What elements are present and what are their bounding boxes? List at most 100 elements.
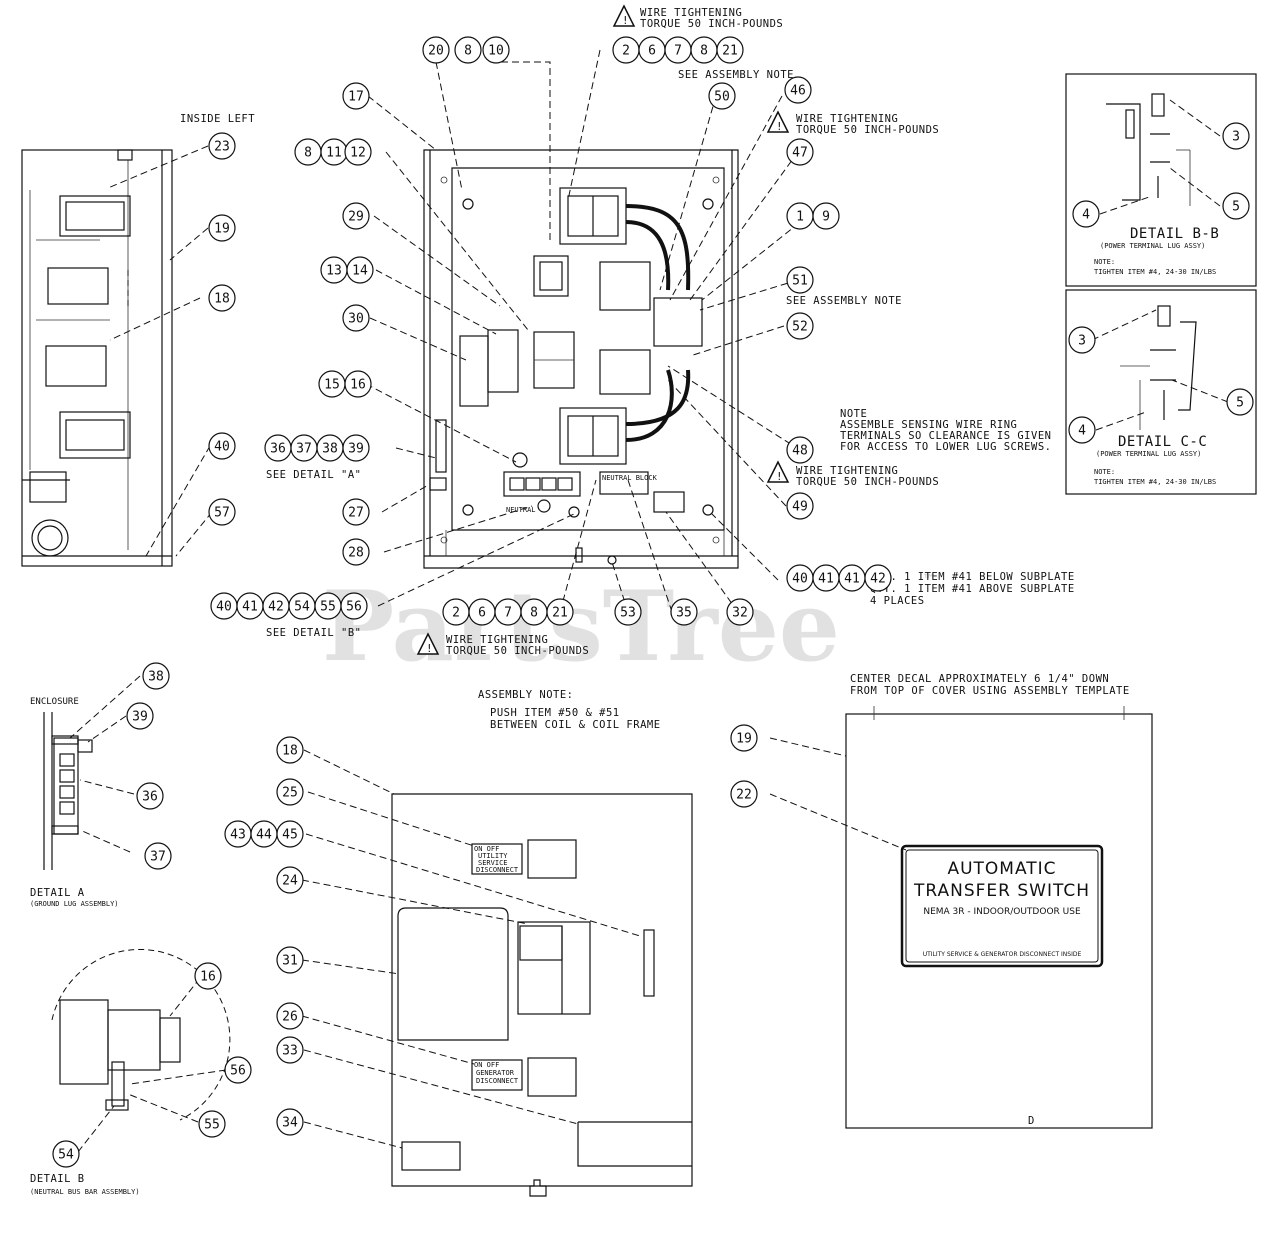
detail-bb-sub: (POWER TERMINAL LUG ASSY)	[1100, 242, 1205, 250]
assembly-note-2: BETWEEN COIL & COIL FRAME	[490, 719, 661, 731]
callout-circle	[812, 202, 840, 230]
callout-circle	[786, 138, 814, 166]
callout-bubble-41: 41	[838, 564, 866, 592]
callout-bubble-40: 40	[208, 432, 236, 460]
callout-bubble-21: 21	[546, 598, 574, 626]
generator-label-l1: ON OFF	[474, 1061, 499, 1069]
assembly-note-title: ASSEMBLY NOTE:	[478, 689, 574, 701]
callout-number: 16	[200, 970, 216, 985]
detail-bb-title: DETAIL B-B	[1130, 226, 1219, 242]
callout-bubble-16: 16	[194, 962, 222, 990]
callout-number: 42	[268, 600, 284, 615]
see-assembly-note-mid: SEE ASSEMBLY NOTE	[786, 295, 902, 307]
detail-a-sub: (GROUND LUG ASSEMBLY)	[30, 900, 119, 908]
callout-number: 10	[488, 44, 504, 59]
callout-circle	[482, 36, 510, 64]
callout-number: 7	[674, 44, 682, 59]
callout-number: 8	[700, 44, 708, 59]
detail-cc-note-1: NOTE:	[1094, 468, 1115, 476]
callout-number: 37	[296, 442, 312, 457]
callout-number: 28	[348, 546, 364, 561]
callout-bubble-22: 22	[730, 780, 758, 808]
center-decal-note-1: CENTER DECAL APPROXIMATELY 6 1/4" DOWN	[850, 673, 1109, 685]
callout-circle	[1222, 192, 1250, 220]
callout-bubble-9: 9	[812, 202, 840, 230]
callout-number: 29	[348, 210, 364, 225]
callout-number: 1	[796, 210, 804, 225]
qty-note-2: QTY. 1 ITEM #41 ABOVE SUBPLATE	[870, 583, 1075, 595]
callout-bubble-34: 34	[276, 1108, 304, 1136]
detail-bb-panel: DETAIL B-B (POWER TERMINAL LUG ASSY) NOT…	[1065, 73, 1257, 287]
callout-number: 55	[204, 1118, 220, 1133]
callout-bubble-52: 52	[786, 312, 814, 340]
callout-bubble-8: 8	[520, 598, 548, 626]
callout-bubble-47: 47	[786, 138, 814, 166]
callout-number: 44	[256, 828, 272, 843]
callout-bubble-40: 40	[210, 592, 238, 620]
decal-subtitle: NEMA 3R - INDOOR/OUTDOOR USE	[923, 907, 1081, 917]
callout-bubble-55: 55	[198, 1110, 226, 1138]
leader-lines	[69, 49, 1229, 1153]
callout-number: 41	[818, 572, 834, 587]
callout-bubble-16: 16	[344, 370, 372, 398]
callout-bubble-25: 25	[276, 778, 304, 806]
callout-circle	[208, 284, 236, 312]
svg-text:!: !	[776, 470, 783, 483]
see-detail-a: SEE DETAIL "A"	[266, 469, 362, 481]
detail-bb-note-2: TIGHTEN ITEM #4, 24-30 IN/LBS	[1094, 268, 1216, 276]
svg-text:!: !	[426, 642, 433, 655]
callout-bubble-10: 10	[482, 36, 510, 64]
callout-circle	[342, 202, 370, 230]
callout-bubble-12: 12	[344, 138, 372, 166]
callout-number: 37	[150, 850, 166, 865]
callout-number: 36	[270, 442, 286, 457]
callout-number: 3	[1232, 130, 1240, 145]
utility-label-l1: ON OFF	[474, 845, 499, 853]
callout-number: 8	[464, 44, 472, 59]
callout-bubble-5: 5	[1222, 192, 1250, 220]
callout-number: 22	[736, 788, 752, 803]
callout-number: 49	[792, 500, 808, 515]
callout-number: 27	[348, 506, 364, 521]
callout-circle	[708, 82, 736, 110]
cover-letter: D	[1028, 1115, 1035, 1127]
utility-label-l2: UTILITY	[478, 852, 508, 860]
callout-number: 52	[792, 320, 808, 335]
detail-cc-title: DETAIL C-C	[1118, 434, 1207, 450]
utility-label-l3: SERVICE	[478, 859, 508, 867]
callout-circle	[194, 962, 222, 990]
callout-bubble-4: 4	[1072, 200, 1100, 228]
notes: WIRE TIGHTENING TORQUE 50 INCH-POUNDS SE…	[266, 7, 1129, 731]
callout-circle	[342, 434, 370, 462]
callout-bubble-44: 44	[250, 820, 278, 848]
detail-a: ENCLOSURE DETAIL A (GROUND LUG ASSEMBLY)	[30, 697, 119, 908]
warning-triangle-icon	[766, 460, 790, 483]
torque-note-right-1: WIRE TIGHTENING	[796, 113, 898, 125]
callout-bubble-21: 21	[716, 36, 744, 64]
qty-note-3: 4 PLACES	[870, 595, 925, 607]
callout-bubble-30: 30	[342, 304, 370, 332]
callout-number: 56	[346, 600, 362, 615]
sense-note-4: FOR ACCESS TO LOWER LUG SCREWS.	[840, 441, 1051, 453]
see-assembly-note-top: SEE ASSEMBLY NOTE	[678, 69, 794, 81]
callout-circle	[276, 820, 304, 848]
callout-bubble-33: 33	[276, 1036, 304, 1064]
callout-circle	[454, 36, 482, 64]
assembly-note-1: PUSH ITEM #50 & #51	[490, 707, 620, 719]
callout-circle	[730, 780, 758, 808]
callout-bubble-55: 55	[314, 592, 342, 620]
detail-b: DETAIL B (NEUTRAL BUS BAR ASSEMBLY)	[30, 949, 231, 1196]
warning-triangle-icon	[612, 4, 636, 27]
callout-number: 45	[282, 828, 298, 843]
callout-circle	[276, 778, 304, 806]
detail-b-sub: (NEUTRAL BUS BAR ASSEMBLY)	[30, 1188, 140, 1196]
callout-bubble-51: 51	[786, 266, 814, 294]
callout-bubble-54: 54	[52, 1140, 80, 1168]
utility-label-l4: DISCONNECT	[476, 866, 519, 874]
callout-number: 6	[478, 606, 486, 621]
callout-number: 18	[214, 292, 230, 307]
callout-bubble-2: 2	[612, 36, 640, 64]
callout-bubble-42: 42	[262, 592, 290, 620]
callout-bubble-38: 38	[142, 662, 170, 690]
callout-bubble-4: 4	[1068, 416, 1096, 444]
